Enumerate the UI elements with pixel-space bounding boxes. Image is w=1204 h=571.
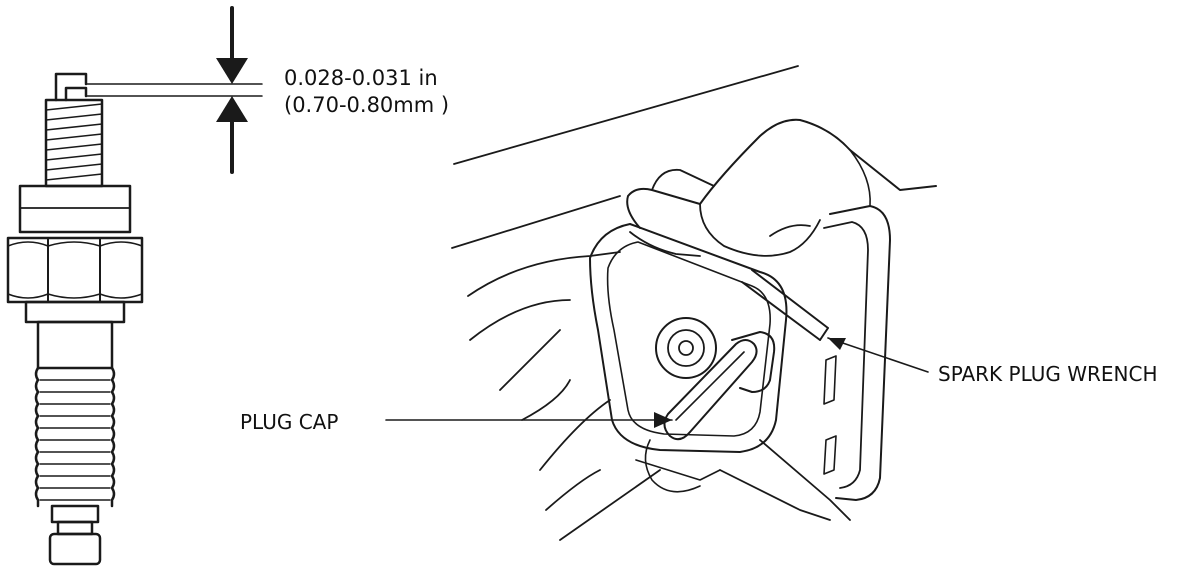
arrow-right-icon xyxy=(654,412,672,428)
spark-plug xyxy=(6,72,144,566)
arrow-up-icon xyxy=(216,96,248,122)
plug-terminal xyxy=(48,532,102,566)
spark-plug-wrench xyxy=(741,269,829,341)
gap-dimension xyxy=(85,6,263,174)
cylinder-head xyxy=(589,223,788,453)
insulator-ribs-right xyxy=(110,366,116,508)
wrench-leader xyxy=(827,337,929,373)
plug-cap xyxy=(663,339,758,441)
plug-cap-label: PLUG CAP xyxy=(240,410,339,434)
plug-hex xyxy=(6,236,144,304)
gap-inches-label: 0.028-0.031 in xyxy=(284,66,438,90)
spark-plug-wrench-label: SPARK PLUG WRENCH xyxy=(938,362,1158,386)
arrow-down-icon xyxy=(216,58,248,84)
plug-seat xyxy=(18,184,132,234)
thread-lines xyxy=(45,103,103,181)
center-electrode xyxy=(64,86,88,102)
insulator-ribs-left xyxy=(34,366,40,508)
ground-electrode xyxy=(54,72,88,102)
gap-mm-label: (0.70-0.80mm ) xyxy=(284,93,450,117)
engine-illustration xyxy=(385,65,937,541)
plug-threads xyxy=(44,98,104,188)
arrow-left-icon xyxy=(828,338,846,350)
side-panel xyxy=(829,205,891,501)
hand-outline xyxy=(626,118,937,229)
